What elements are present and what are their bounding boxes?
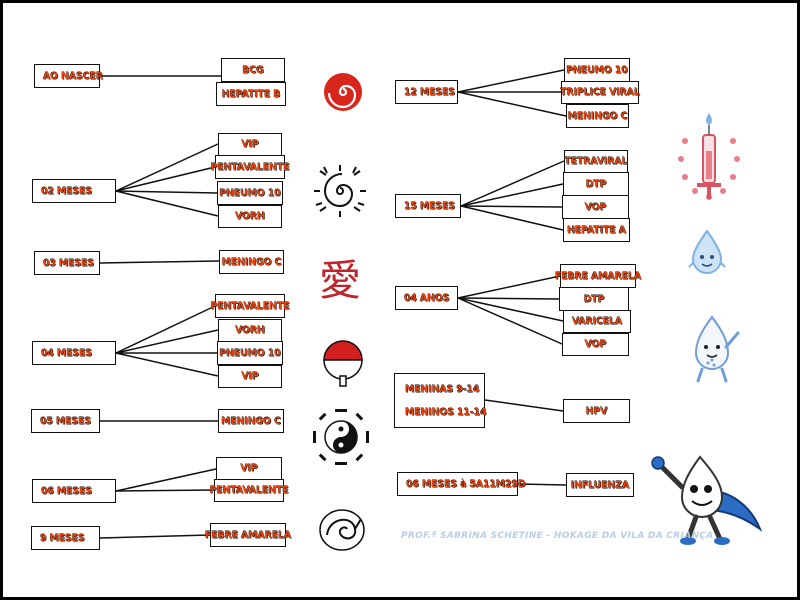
age-04-anos: 04 ANOS bbox=[395, 286, 458, 310]
vaccine-syringe-icon bbox=[678, 113, 740, 200]
vaccine-hepatite-a: HEPATITE A bbox=[563, 218, 630, 242]
droplet-mascot-icon bbox=[688, 229, 726, 274]
age-05-meses: 05 MESES bbox=[31, 409, 100, 433]
superhero-droplet-mascot-icon bbox=[651, 455, 763, 545]
vaccine-dtp: DTP bbox=[563, 172, 629, 196]
vaccine-vop: VOP bbox=[562, 333, 629, 356]
age-02-meses: 02 MESES bbox=[32, 179, 116, 203]
connector-lines bbox=[99, 69, 567, 539]
vaccine-vop: VOP bbox=[562, 195, 629, 219]
vaccine-hpv: HPV bbox=[563, 399, 630, 423]
age-meninas: MENINAS 9-14 bbox=[405, 383, 480, 395]
eight-trigrams-seal-icon bbox=[314, 165, 366, 217]
vaccine-vorh: VORH bbox=[218, 319, 282, 342]
uzumaki-spiral-icon bbox=[324, 73, 362, 111]
uchiha-fan-icon bbox=[323, 340, 363, 387]
hyuga-yin-yang-icon bbox=[313, 409, 369, 465]
gaara-love-kanji-icon: 愛 bbox=[319, 256, 361, 305]
age-06-meses: 06 MESES bbox=[32, 479, 116, 503]
vaccine-pneumo-10: PNEUMO 10 bbox=[217, 341, 283, 365]
vaccine-vip: VIP bbox=[216, 457, 282, 480]
age-03-meses: 03 MESES bbox=[34, 251, 100, 275]
vaccine-febre-amarela: FEBRE AMARELA bbox=[205, 523, 291, 547]
vaccine-influenza: INFLUENZA bbox=[566, 473, 634, 497]
age-04-meses: 04 MESES bbox=[32, 341, 116, 365]
vaccine-pentavalente: PENTAVALENTE bbox=[210, 479, 289, 502]
age-15-meses: 15 MESES bbox=[395, 194, 461, 218]
vaccine-tetraviral: TETRAVIRAL bbox=[564, 150, 628, 173]
vaccine-bcg: BCG bbox=[221, 58, 285, 82]
vaccine-meningo-c: MENINGO C bbox=[566, 104, 629, 128]
vaccine-pentavalente: PENTAVALENTE bbox=[211, 294, 290, 318]
age-ao-nascer: AO NASCER bbox=[34, 64, 103, 88]
droplet-mascot-waving-icon bbox=[694, 315, 740, 383]
svg-text:愛: 愛 bbox=[319, 256, 361, 305]
vaccine-pentavalente: PENTAVALENTE bbox=[211, 155, 290, 179]
vaccine-pneumo-10: PNEUMO 10 bbox=[217, 181, 283, 205]
vaccine-hepatite-b: HEPATITE B bbox=[216, 82, 286, 106]
vaccine-triplice-viral: TRIPLICE VIRAL bbox=[560, 81, 640, 104]
age-hpv-range: MENINAS 9-14 MENINOS 11-14 bbox=[394, 373, 487, 428]
age-9-meses: 9 MESES bbox=[31, 526, 100, 550]
vaccine-vip: VIP bbox=[218, 365, 282, 388]
vaccine-dtp: DTP bbox=[559, 287, 629, 311]
age-12-meses: 12 MESES bbox=[395, 80, 458, 104]
vaccine-vip: VIP bbox=[218, 133, 282, 156]
vaccine-pneumo-10: PNEUMO 10 bbox=[564, 58, 630, 82]
vaccine-febre-amarela: FEBRE AMARELA bbox=[555, 264, 641, 288]
age-meninos: MENINOS 11-14 bbox=[405, 406, 487, 418]
vaccine-vorh: VORH bbox=[218, 205, 282, 228]
vaccine-meningo-c: MENINGO C bbox=[218, 409, 284, 433]
author-credit: PROF.ª SABRINA SCHETINE - HOKAGE DA VILA… bbox=[401, 531, 714, 541]
age-06-meses-5a11m29d: 06 MESES à 5A11M29D bbox=[397, 472, 526, 496]
konoha-leaf-icon bbox=[319, 509, 365, 551]
vaccine-meningo-c: MENINGO C bbox=[219, 250, 284, 274]
vaccine-varicela: VARICELA bbox=[563, 310, 631, 333]
